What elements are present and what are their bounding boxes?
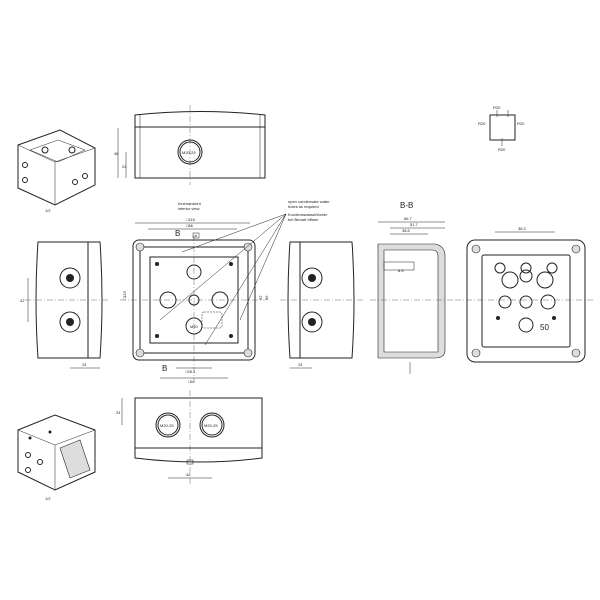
svg-text:□116: □116 <box>186 217 196 222</box>
svg-text:42: 42 <box>20 298 25 303</box>
svg-text:62: 62 <box>258 295 263 300</box>
bottom-elevation-view: M20-25 M20-25 24 42 <box>116 390 263 485</box>
svg-text:R20: R20 <box>478 121 486 126</box>
top-elevation-view: M20-25 48 24 <box>114 105 266 185</box>
svg-text:R20: R20 <box>517 121 525 126</box>
svg-text:1/2: 1/2 <box>45 208 51 213</box>
condensate-note: open condensate water holes as required … <box>159 199 330 346</box>
svg-text:B-B: B-B <box>400 201 413 210</box>
svg-text:R20: R20 <box>493 105 501 110</box>
svg-text:51.7: 51.7 <box>410 222 419 227</box>
svg-text:□28.1: □28.1 <box>185 369 196 374</box>
svg-text:24: 24 <box>122 164 127 169</box>
svg-text:A: A <box>195 233 198 238</box>
svg-text:B: B <box>175 229 180 238</box>
svg-text:M20-25: M20-25 <box>204 423 218 428</box>
svg-text:□86: □86 <box>186 223 194 228</box>
mini-corner-diagram: R20 R20 R20 R20 <box>478 105 525 152</box>
svg-text:38.2: 38.2 <box>518 226 527 231</box>
left-side-view: 42 24 <box>20 241 110 369</box>
svg-text:bei Bedarf öffnen: bei Bedarf öffnen <box>288 217 318 222</box>
svg-text:R20: R20 <box>498 147 506 152</box>
svg-text:Kondenswasserlöcher: Kondenswasserlöcher <box>288 212 328 217</box>
svg-text:1/2: 1/2 <box>45 496 51 501</box>
svg-text:M20-25: M20-25 <box>160 423 174 428</box>
svg-text:42: 42 <box>186 472 191 477</box>
svg-text:holes as required: holes as required <box>288 204 319 209</box>
svg-text:B: B <box>162 364 167 373</box>
svg-text:48: 48 <box>114 151 119 156</box>
svg-text:M20: M20 <box>190 324 199 329</box>
svg-text:interior view: interior view <box>178 206 199 211</box>
back-view: 38.2 50 <box>455 226 595 363</box>
isometric-view-bottom: 1/2 <box>17 414 96 501</box>
section-view-b-b: B-B 66.7 51.7 38.5 8.5 <box>370 201 455 374</box>
svg-text:□116: □116 <box>122 290 127 300</box>
svg-text:open condensate water: open condensate water <box>288 199 330 204</box>
svg-text:50: 50 <box>540 323 549 332</box>
svg-text:24: 24 <box>298 362 303 367</box>
svg-text:24: 24 <box>82 362 87 367</box>
svg-text:□60: □60 <box>188 379 196 384</box>
svg-text:Innenansicht: Innenansicht <box>178 201 202 206</box>
isometric-view-top: 1/2 <box>17 129 96 213</box>
interior-view: Innenansicht interior view □116 □86 B A … <box>120 201 269 384</box>
svg-text:86: 86 <box>264 295 269 300</box>
svg-text:M20-25: M20-25 <box>182 150 196 155</box>
svg-text:66.7: 66.7 <box>404 216 413 221</box>
svg-text:8.5: 8.5 <box>398 268 404 273</box>
svg-text:38.5: 38.5 <box>402 228 411 233</box>
svg-text:24: 24 <box>116 410 121 415</box>
right-side-view: 24 <box>280 241 365 369</box>
